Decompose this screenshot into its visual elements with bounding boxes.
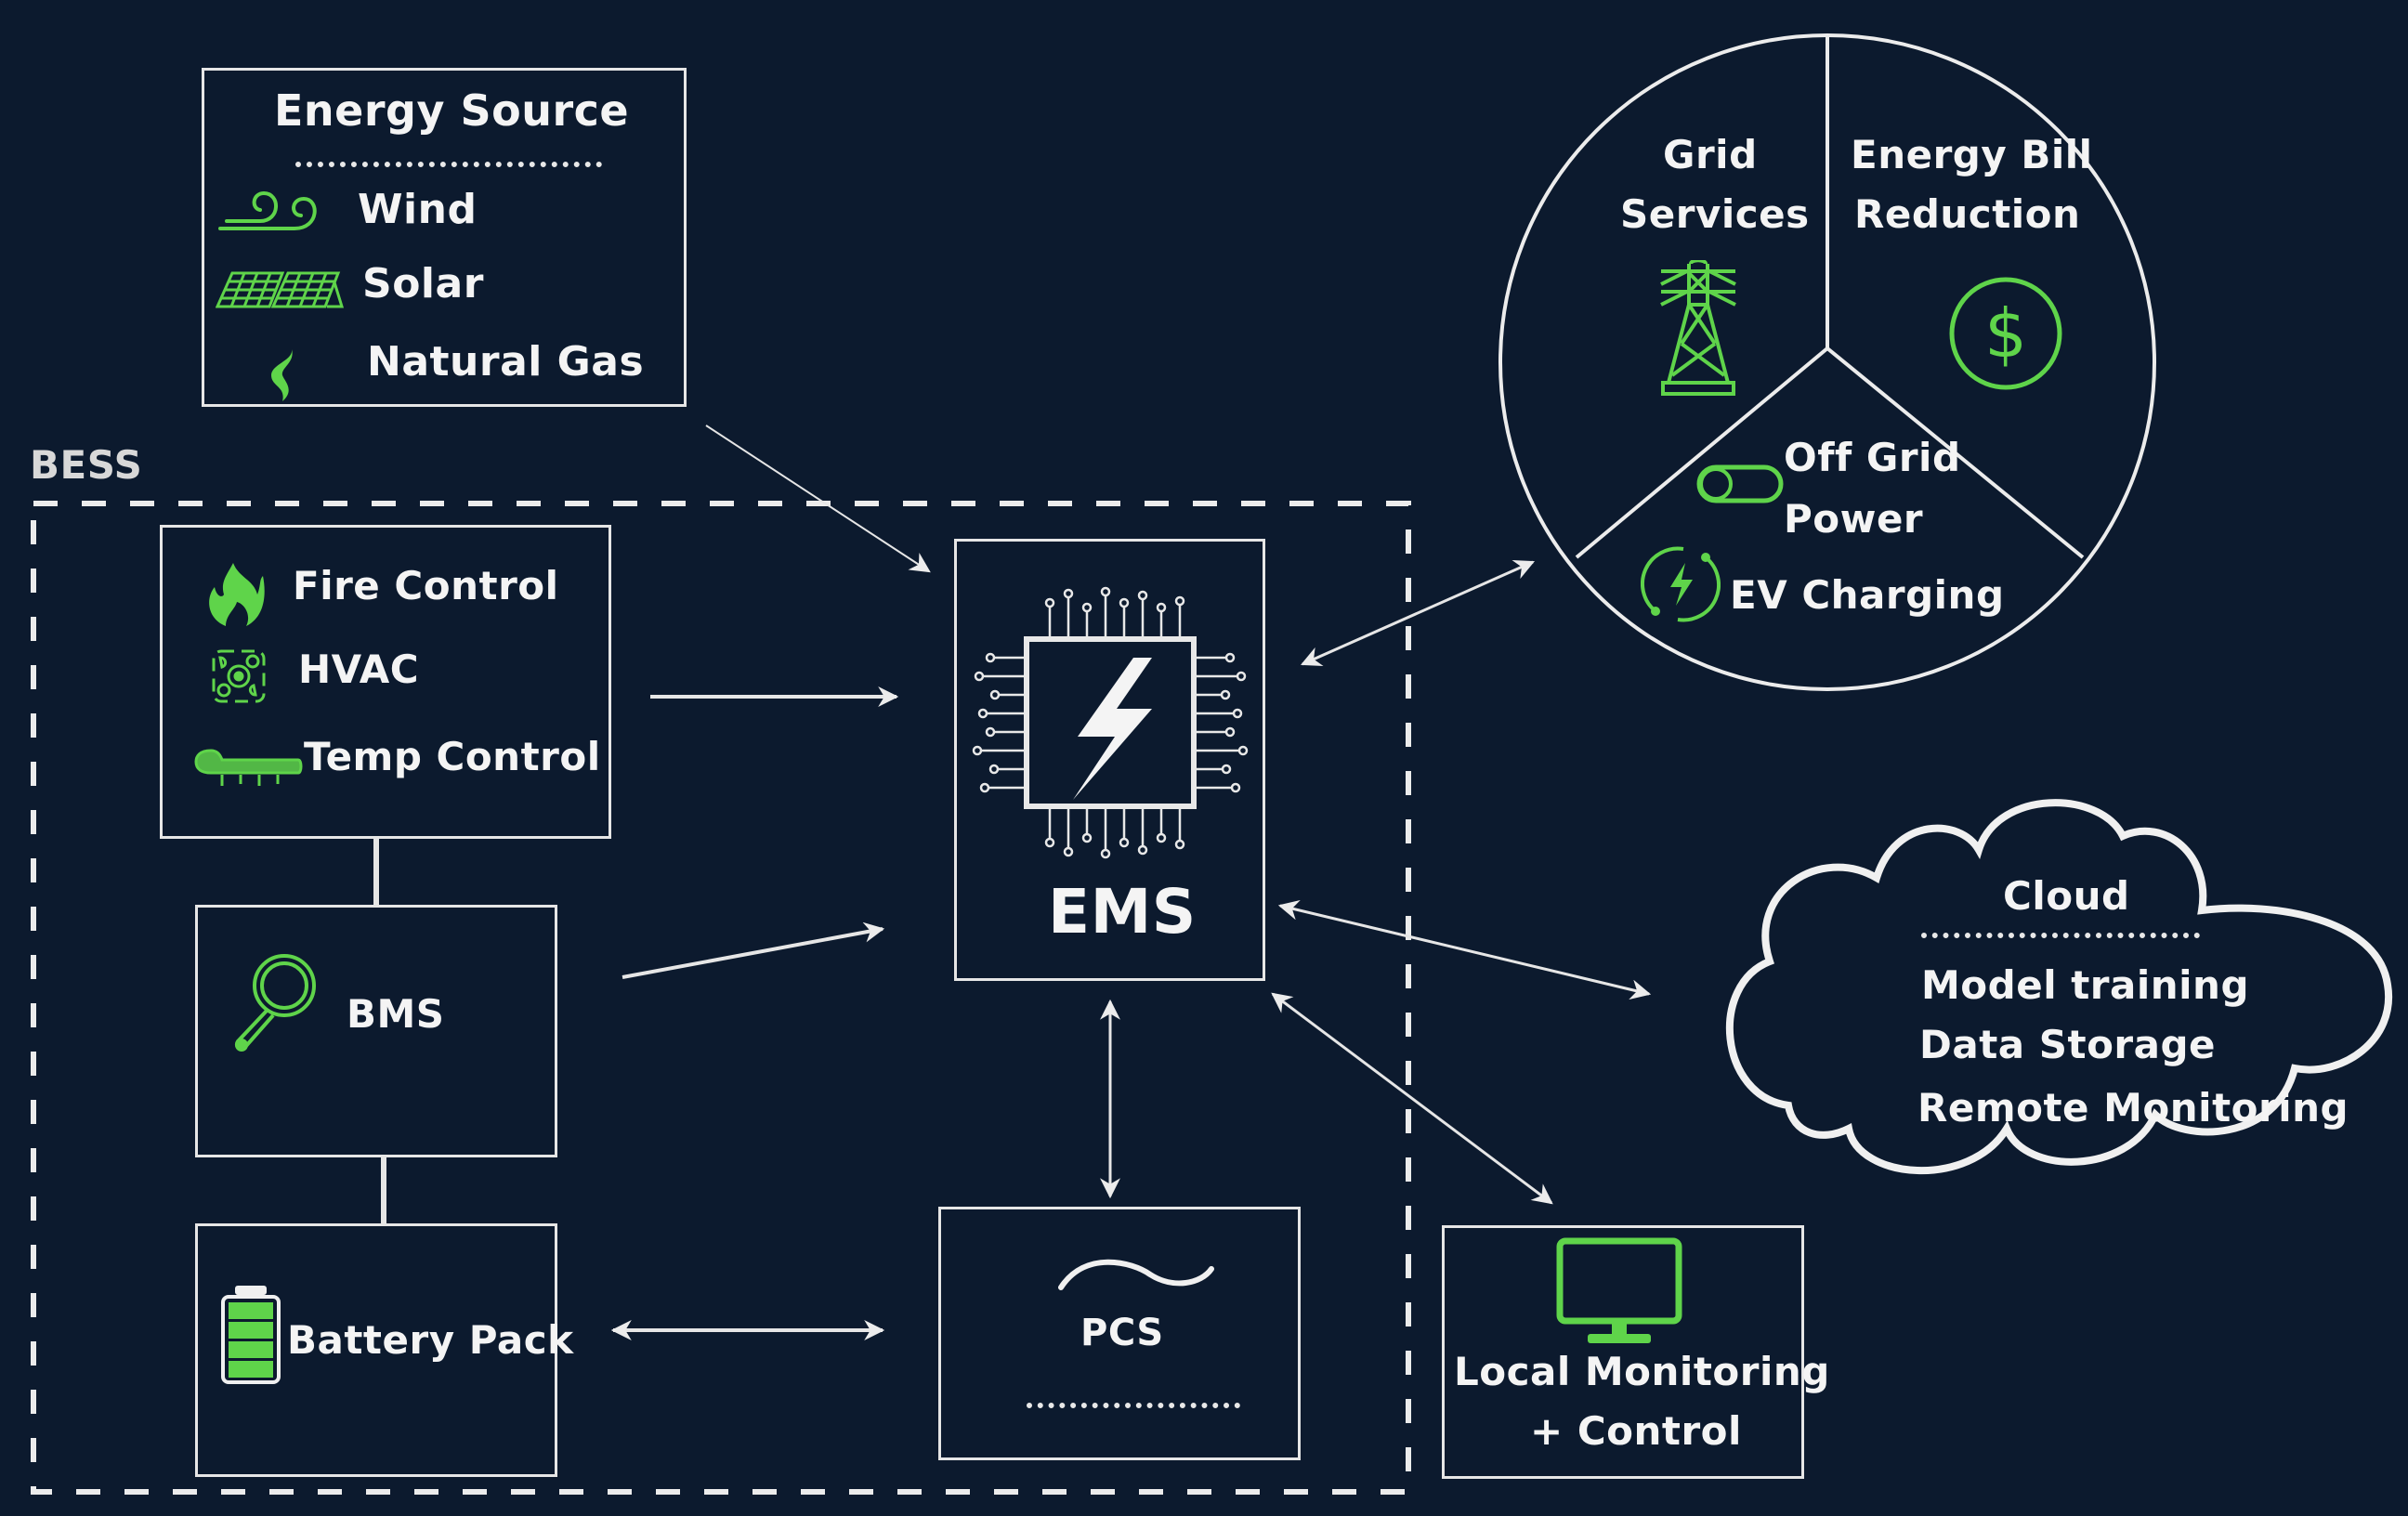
dollar-coin-icon: $: [1949, 277, 2062, 390]
battery-pack-label: Battery Pack: [287, 1317, 574, 1363]
title-dotted-divider: [295, 162, 602, 167]
energy-source-box: Energy Source Wind Solar Natural Gas: [202, 68, 687, 407]
pcs-dotted-divider: [1027, 1403, 1240, 1408]
arrow-ems-applications: [1300, 559, 1536, 667]
local-monitoring-box: Local Monitoring + Control: [1442, 1225, 1829, 1479]
hvac-icon: [212, 649, 266, 703]
safety-systems-box: Fire Control HVAC Temp Control: [160, 525, 611, 839]
transmission-tower-icon: [1660, 260, 1736, 396]
ev-charging-icon: [1641, 546, 1721, 622]
toggle-switch-icon: [1696, 464, 1784, 503]
ems-box: EMS: [954, 539, 1265, 981]
cloud-item-remote-monitoring: Remote Monitoring: [1917, 1085, 2349, 1130]
local-monitoring-line2: + Control: [1530, 1408, 1742, 1454]
battery-icon: [221, 1286, 281, 1384]
energy-source-title: Energy Source: [274, 85, 630, 136]
arrow-ems-local: [1271, 992, 1553, 1205]
monitor-icon: [1556, 1237, 1682, 1343]
energy-source-solar: Solar: [362, 260, 484, 307]
arrow-energy-to-ems: [705, 425, 931, 573]
svg-text:$: $: [1984, 294, 2027, 372]
app-ev-charging: EV Charging: [1730, 572, 2005, 618]
solar-panel-icon: [216, 271, 345, 308]
ac-wave-icon: [1058, 1259, 1214, 1290]
app-grid-services-line1: Grid: [1663, 132, 1758, 177]
fire-icon: [209, 563, 265, 626]
cloud-dotted-divider: [1921, 933, 2200, 938]
app-grid-services-line2: Services: [1620, 191, 1810, 237]
app-energy-bill-line2: Reduction: [1854, 191, 2081, 237]
app-off-grid-line1: Off Grid: [1784, 435, 1961, 480]
safety-temp-control: Temp Control: [304, 734, 601, 779]
cloud-title: Cloud: [2003, 873, 2130, 919]
chip-lightning-icon: [972, 586, 1249, 859]
safety-fire-control: Fire Control: [293, 563, 559, 608]
ems-label: EMS: [1048, 876, 1197, 948]
app-off-grid-line2: Power: [1784, 496, 1924, 542]
energy-source-natural-gas: Natural Gas: [367, 338, 645, 386]
gas-flame-icon: [271, 349, 293, 401]
cloud-item-data-storage: Data Storage: [1919, 1022, 2217, 1067]
safety-hvac: HVAC: [298, 647, 420, 692]
bms-label: BMS: [347, 991, 445, 1037]
energy-source-wind: Wind: [358, 186, 478, 233]
wind-icon: [218, 191, 317, 230]
bms-box: BMS: [195, 905, 557, 1157]
magnifier-icon: [235, 954, 316, 1052]
bess-label: BESS: [30, 442, 143, 488]
battery-pack-box: Battery Pack: [195, 1223, 573, 1477]
thermometer-icon: [194, 749, 303, 786]
arrow-ems-cloud: [1277, 899, 1652, 1000]
bess-boundary: [31, 501, 1411, 1495]
local-monitoring-line1: Local Monitoring: [1454, 1349, 1830, 1394]
circle-divider-left: [1575, 346, 1829, 559]
pcs-box: PCS: [938, 1207, 1301, 1460]
cloud-shape: [1726, 799, 2393, 1174]
pcs-label: PCS: [1080, 1312, 1164, 1354]
cloud-item-model-training: Model training: [1921, 962, 2250, 1008]
arrow-bms-to-ems: [622, 921, 885, 979]
app-energy-bill-line1: Energy Bill: [1851, 132, 2093, 177]
circle-divider-right: [1826, 346, 2085, 559]
